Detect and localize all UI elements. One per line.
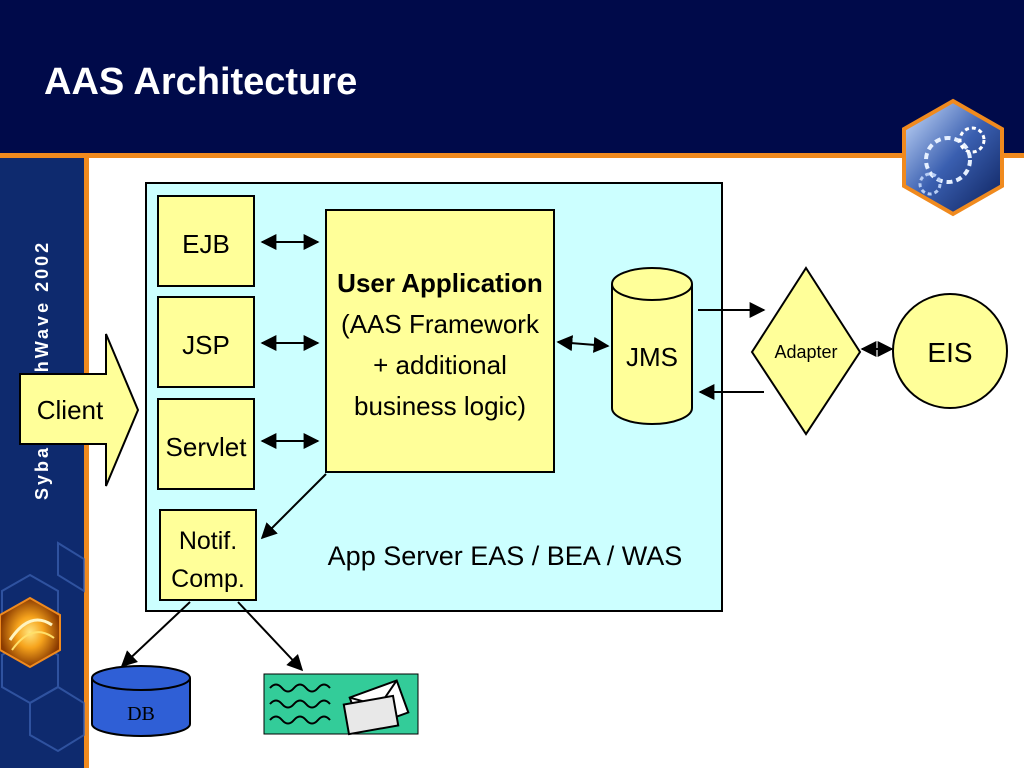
userapp-jms-arrow bbox=[556, 335, 610, 353]
servlet-box: Servlet bbox=[157, 398, 255, 490]
userapp-notif-arrow bbox=[260, 473, 327, 540]
ejb-label: EJB bbox=[182, 229, 230, 259]
db-label: DB bbox=[127, 703, 155, 725]
user-app-line3: + additional bbox=[373, 350, 507, 380]
eis-label: EIS bbox=[927, 337, 972, 368]
user-app-line4: business logic) bbox=[354, 391, 526, 421]
eis-circle: EIS bbox=[892, 293, 1008, 409]
notif-comp-box: Notif. Comp. bbox=[159, 509, 257, 601]
notif-email-arrow bbox=[237, 601, 304, 672]
app-server-label: App Server EAS / BEA / WAS bbox=[328, 541, 683, 571]
sidebar-text: Sybase TechWave 2002 bbox=[32, 240, 52, 500]
db-cylinder: DB bbox=[91, 665, 191, 737]
adapter-label: Adapter bbox=[774, 342, 837, 362]
client-arrow-shape: Client bbox=[19, 333, 140, 487]
user-application-box: User Application (AAS Framework + additi… bbox=[325, 209, 555, 473]
header-band bbox=[0, 0, 1024, 155]
notif-label-line2: Comp. bbox=[171, 565, 245, 593]
gear-logo-icon bbox=[902, 98, 1004, 217]
jms-cylinder: JMS bbox=[611, 267, 693, 425]
sidebar-band bbox=[0, 158, 84, 768]
sidebar-orange-rule bbox=[84, 158, 89, 768]
email-messages-icon bbox=[263, 673, 419, 736]
jms-label: JMS bbox=[626, 342, 678, 372]
header-orange-rule bbox=[0, 153, 1024, 158]
envelope-icon bbox=[342, 679, 410, 736]
jsp-label: JSP bbox=[182, 330, 230, 360]
user-app-line1: User Application bbox=[337, 268, 543, 298]
connector-arrows bbox=[120, 234, 894, 672]
glowing-orb-icon bbox=[0, 596, 61, 669]
slide-title: AAS Architecture bbox=[44, 61, 357, 103]
user-app-line2: (AAS Framework bbox=[341, 309, 540, 339]
notif-db-arrow bbox=[120, 601, 191, 668]
notif-label-line1: Notif. bbox=[179, 527, 237, 555]
client-label: Client bbox=[37, 395, 104, 425]
servlet-label: Servlet bbox=[166, 432, 248, 462]
adapter-diamond: Adapter bbox=[750, 266, 862, 436]
jsp-box: JSP bbox=[157, 296, 255, 388]
ejb-box: EJB bbox=[157, 195, 255, 287]
